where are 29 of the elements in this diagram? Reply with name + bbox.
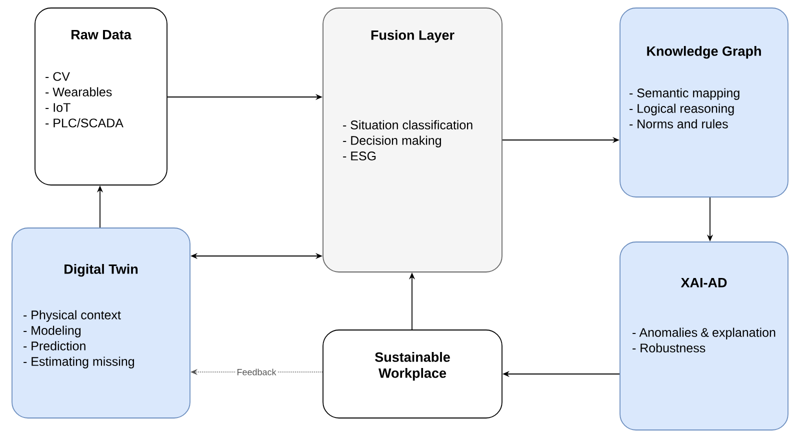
- process-box: [620, 8, 788, 198]
- box-heading: XAI-AD: [680, 278, 727, 288]
- bullet-text: - Anomalies & explanation: [632, 328, 776, 340]
- bullet-text: - Physical context: [24, 310, 121, 322]
- box-heading: Raw Data: [72, 30, 132, 40]
- box-heading: Knowledge Graph: [647, 46, 761, 59]
- box-heading: Sustainable Workplace: [375, 352, 450, 381]
- process-box: [620, 242, 788, 430]
- bullet-text: - Semantic mapping: [630, 88, 740, 100]
- bullet-text: - Decision making: [343, 136, 442, 148]
- bullet-text: - Estimating missing: [24, 356, 134, 368]
- bullet-text: - Robustness: [632, 343, 706, 352]
- edge-label: Feedback: [237, 368, 276, 376]
- bullet-text: - CV: [46, 72, 70, 81]
- bullet-text: - Prediction: [24, 341, 86, 350]
- bullet-text: - ESG: [343, 152, 376, 160]
- bullet-text: - Situation classification: [343, 120, 472, 130]
- box-heading: Fusion Layer: [371, 30, 454, 43]
- bullet-text: - Wearables: [46, 87, 112, 96]
- bullet-text: - PLC/SCADA: [46, 118, 124, 128]
- process-box: [12, 228, 190, 418]
- bullet-text: - Modeling: [24, 326, 81, 338]
- process-box: [322, 8, 502, 272]
- bullet-text: - Logical reasoning: [630, 104, 734, 116]
- bullet-text: - IoT: [46, 103, 70, 112]
- bullet-text: - Norms and rules: [630, 119, 728, 128]
- box-heading: Digital Twin: [64, 264, 138, 277]
- process-box: [322, 330, 502, 418]
- process-box: [34, 8, 168, 186]
